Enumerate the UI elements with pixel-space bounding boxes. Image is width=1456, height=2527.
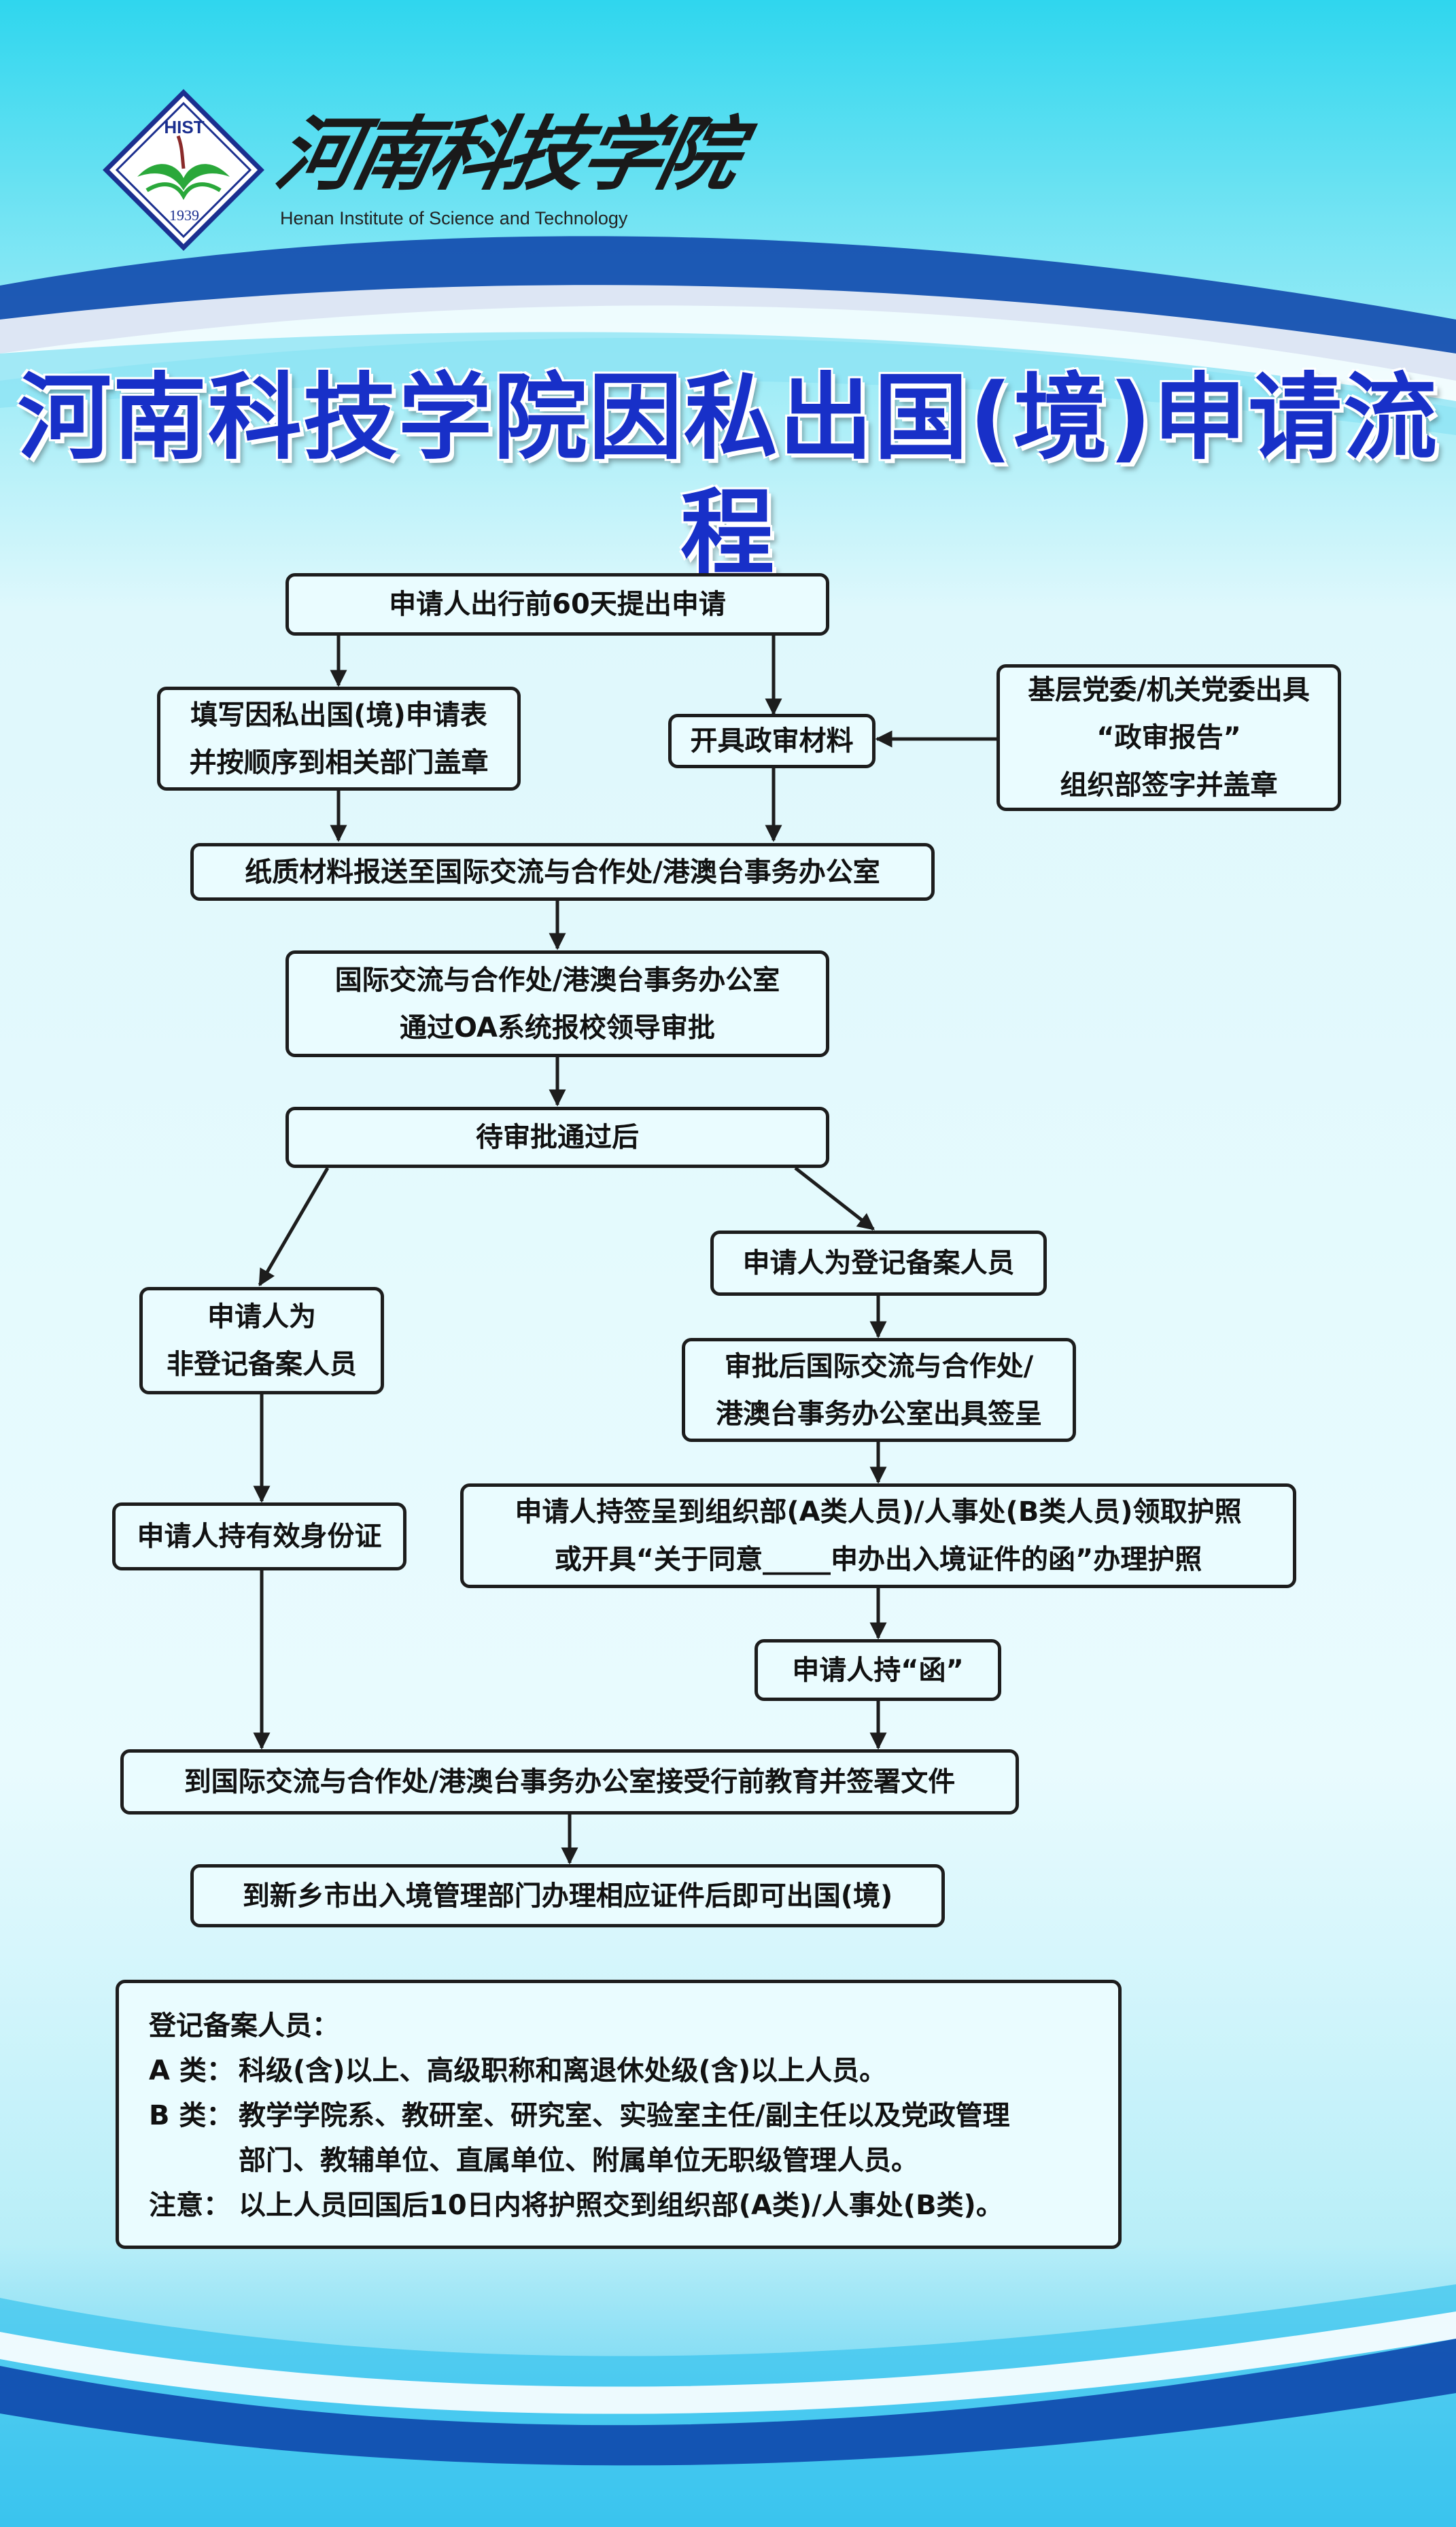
step-submit-paper-label: 纸质材料报送至国际交流与合作处/港澳台事务办公室 (245, 856, 880, 888)
step-party-report-line2: “政审报告” (1096, 722, 1241, 753)
step-party-report-line3: 组织部签字并盖章 (1060, 770, 1278, 801)
step-obtain-passport-line2: 或开具“关于同意_____申办出入境证件的函”办理护照 (554, 1544, 1202, 1575)
step-registered-personnel: 申请人为登记备案人员 (710, 1231, 1047, 1296)
step-fill-form-line2: 并按顺序到相关部门盖章 (189, 746, 489, 778)
school-logo-emblem (103, 89, 264, 251)
page-title: 河南科技学院因私出国(境)申请流程 (17, 363, 1439, 588)
step-political-review-materials: 开具政审材料 (668, 714, 876, 768)
logo-badge-text: HIST (164, 117, 205, 137)
step-issue-memo-line1: 审批后国际交流与合作处/ (724, 1350, 1034, 1382)
step-hold-letter-label: 申请人持“函” (792, 1654, 964, 1686)
category-b-text-line2: 部门、教辅单位、直属单位、附属单位无职级管理人员。 (239, 2145, 918, 2176)
step-oa-approval-line2: 通过OA系统报校领导审批 (400, 1012, 715, 1044)
step-non-registered-line1: 申请人为 (207, 1301, 316, 1333)
notes-attention: 注意： 以上人员回国后10日内将护照交到组织部(A类)/人事处(B类)。 (149, 2183, 1091, 2228)
notes-heading: 登记备案人员： (149, 2010, 339, 2042)
step-obtain-passport: 申请人持签呈到组织部(A类人员)/人事处(B类人员)领取护照 或开具“关于同意_… (460, 1483, 1296, 1588)
category-a-text: 科级(含)以上、高级职称和离退休处级(含)以上人员。 (239, 2055, 887, 2086)
notes-category-b-cont: 部门、教辅单位、直属单位、附属单位无职级管理人员。 (149, 2138, 1091, 2183)
step-submit-paper-materials: 纸质材料报送至国际交流与合作处/港澳台事务办公室 (190, 843, 935, 901)
step-fill-application-form: 填写因私出国(境)申请表 并按顺序到相关部门盖章 (157, 687, 521, 791)
step-valid-id-label: 申请人持有效身份证 (137, 1521, 382, 1552)
category-a-label: A 类： (149, 2055, 234, 2086)
attention-text: 以上人员回国后10日内将护照交到组织部(A类)/人事处(B类)。 (239, 2190, 1003, 2221)
step-pre-departure-label: 到国际交流与合作处/港澳台事务办公室接受行前教育并签署文件 (184, 1766, 956, 1798)
attention-label: 注意： (149, 2190, 230, 2221)
step-oa-approval: 国际交流与合作处/港澳台事务办公室 通过OA系统报校领导审批 (285, 950, 829, 1057)
notes-category-b: B 类： 教学学院系、教研室、研究室、实验室主任/副主任以及党政管理 (149, 2093, 1091, 2138)
step-fill-form-line1: 填写因私出国(境)申请表 (190, 699, 487, 731)
arrow-n7-n8 (794, 1167, 875, 1231)
step-exit-entry-label: 到新乡市出入境管理部门办理相应证件后即可出国(境) (242, 1880, 893, 1912)
step-oa-approval-line1: 国际交流与合作处/港澳台事务办公室 (334, 964, 780, 996)
step-obtain-passport-line1: 申请人持签呈到组织部(A类人员)/人事处(B类人员)领取护照 (515, 1496, 1242, 1528)
step-political-review-label: 开具政审材料 (690, 725, 854, 757)
notes-heading-row: 登记备案人员： (149, 2004, 1091, 2048)
logo-year-text: 1939 (169, 207, 199, 224)
step-submit-application: 申请人出行前60天提出申请 (285, 573, 829, 636)
step-pre-departure-education: 到国际交流与合作处/港澳台事务办公室接受行前教育并签署文件 (120, 1749, 1019, 1815)
category-b-label: B 类： (149, 2100, 234, 2131)
notes-category-a: A 类： 科级(含)以上、高级职称和离退休处级(含)以上人员。 (149, 2048, 1091, 2093)
step-after-approval: 待审批通过后 (285, 1107, 829, 1168)
step-issue-memo-line2: 港澳台事务办公室出具签呈 (716, 1398, 1042, 1430)
arrow-n7-n9 (258, 1167, 330, 1287)
category-b-text-line1: 教学学院系、教研室、研究室、实验室主任/副主任以及党政管理 (239, 2100, 1010, 2131)
step-party-committee-report: 基层党委/机关党委出具 “政审报告” 组织部签字并盖章 (996, 664, 1341, 811)
step-party-report-line1: 基层党委/机关党委出具 (1028, 674, 1310, 706)
step-hold-letter: 申请人持“函” (755, 1639, 1001, 1701)
step-after-approval-label: 待审批通过后 (476, 1122, 639, 1153)
step-issue-memo: 审批后国际交流与合作处/ 港澳台事务办公室出具签呈 (682, 1338, 1076, 1442)
step-exit-entry-office: 到新乡市出入境管理部门办理相应证件后即可出国(境) (190, 1864, 945, 1927)
school-name-english: Henan Institute of Science and Technolog… (280, 208, 628, 228)
step-valid-id: 申请人持有效身份证 (112, 1502, 406, 1570)
step-submit-application-label: 申请人出行前60天提出申请 (389, 589, 726, 620)
step-registered-label: 申请人为登记备案人员 (742, 1248, 1015, 1279)
registered-personnel-notes: 登记备案人员： A 类： 科级(含)以上、高级职称和离退休处级(含)以上人员。 … (116, 1980, 1122, 2249)
step-non-registered-line2: 非登记备案人员 (167, 1349, 357, 1380)
step-non-registered-personnel: 申请人为 非登记备案人员 (139, 1287, 384, 1394)
